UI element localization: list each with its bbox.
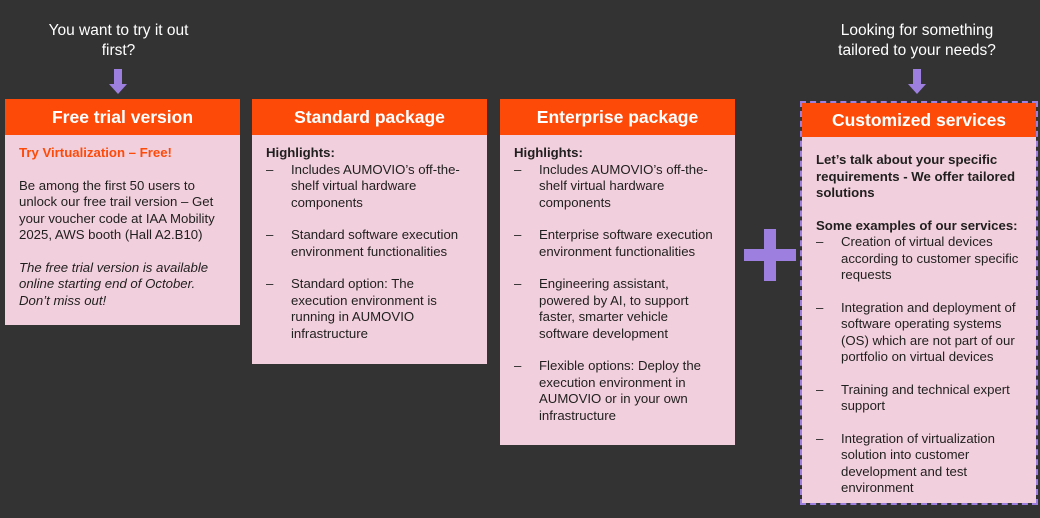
custom-services-list: Creation of virtual devices according to… xyxy=(816,234,1022,497)
custom-intro: Let’s talk about your specific requireme… xyxy=(816,152,1016,200)
free-trial-title: Free trial version xyxy=(5,99,240,135)
list-item: Standard software execution environment … xyxy=(266,227,473,260)
enterprise-highlights-label: Highlights: xyxy=(514,145,583,160)
list-item: Enterprise software execution environmen… xyxy=(514,227,721,260)
list-item: Standard option: The execution environme… xyxy=(266,276,473,342)
customized-services-card: Customized services Let’s talk about you… xyxy=(802,103,1036,503)
customized-services-frame: Customized services Let’s talk about you… xyxy=(800,101,1038,505)
list-item: Integration of virtualization solution i… xyxy=(816,431,1022,497)
list-item: Training and technical expert support xyxy=(816,382,1022,415)
list-item: Includes AUMOVIO’s off-the-shelf virtual… xyxy=(266,162,473,212)
list-item: Engineering assistant, powered by AI, to… xyxy=(514,276,721,342)
callout-try-first: You want to try it out first? xyxy=(48,22,189,59)
standard-highlights-label: Highlights: xyxy=(266,145,335,160)
free-trial-note: The free trial version is available onli… xyxy=(19,259,209,308)
enterprise-package-card: Enterprise package Highlights: Includes … xyxy=(500,99,735,445)
free-trial-paragraph: Be among the first 50 users to unlock ou… xyxy=(19,177,215,243)
custom-examples-label: Some examples of our services: xyxy=(816,217,1018,233)
plus-icon xyxy=(744,229,796,281)
enterprise-package-title: Enterprise package xyxy=(500,99,735,135)
list-item: Integration and deployment of software o… xyxy=(816,300,1022,366)
standard-package-card: Standard package Highlights: Includes AU… xyxy=(252,99,487,364)
free-trial-heading: Try Virtualization – Free! xyxy=(19,145,172,160)
free-trial-card: Free trial version Try Virtualization – … xyxy=(5,99,240,325)
standard-highlights-list: Includes AUMOVIO’s off-the-shelf virtual… xyxy=(266,162,473,343)
list-item: Creation of virtual devices according to… xyxy=(816,234,1022,284)
customized-services-title: Customized services xyxy=(802,103,1036,137)
list-item: Includes AUMOVIO’s off-the-shelf virtual… xyxy=(514,162,721,212)
enterprise-highlights-list: Includes AUMOVIO’s off-the-shelf virtual… xyxy=(514,162,721,425)
standard-package-title: Standard package xyxy=(252,99,487,135)
list-item: Flexible options: Deploy the execution e… xyxy=(514,358,721,424)
callout-tailored: Looking for something tailored to your n… xyxy=(838,22,996,59)
